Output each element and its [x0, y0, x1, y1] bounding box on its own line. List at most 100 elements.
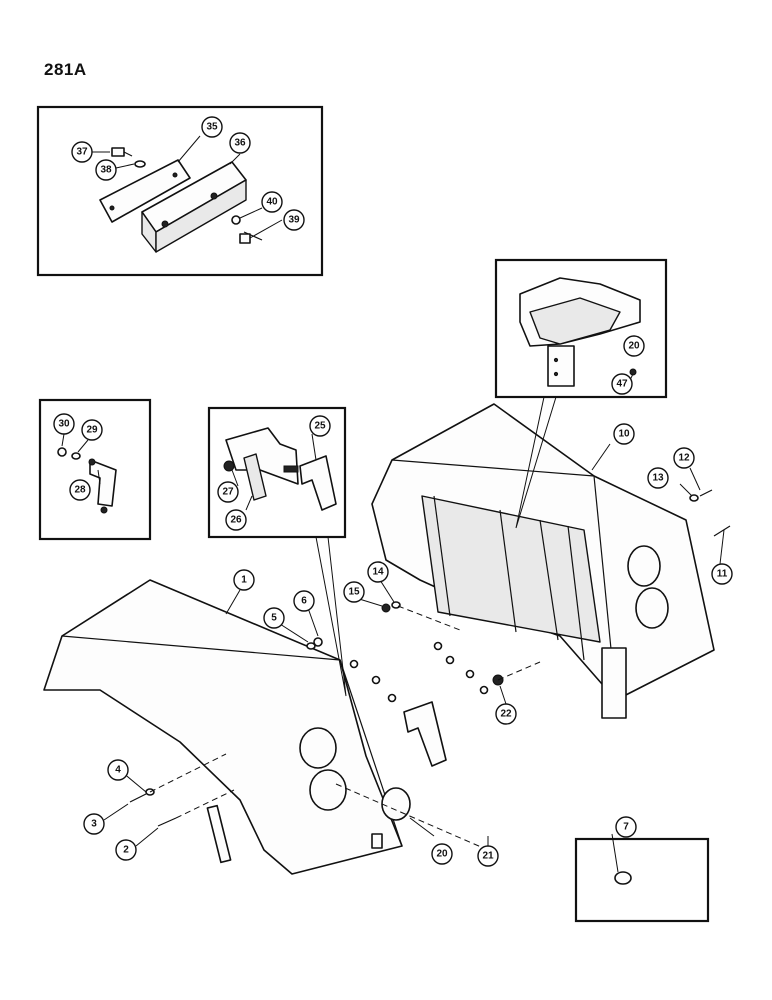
- callout-36-label: 36: [234, 138, 246, 149]
- callout-3: 3: [83, 813, 105, 835]
- callout-3-label: 3: [91, 819, 97, 830]
- inset-panel-plug: [574, 837, 710, 923]
- callout-29: 29: [81, 419, 103, 441]
- callout-20-inset: 20: [623, 335, 645, 357]
- callout-28: 28: [69, 479, 91, 501]
- reflector-housing: [141, 161, 247, 253]
- nut-30: [57, 447, 67, 457]
- bolt-12: [699, 489, 713, 497]
- callout-12-label: 12: [678, 453, 690, 464]
- handle-28: [88, 458, 117, 514]
- page-number: 281A: [44, 60, 87, 79]
- callout-14-label: 14: [372, 567, 384, 578]
- right-fender-lamp-openings: [627, 545, 669, 629]
- reflector-plate: [99, 159, 191, 223]
- bolt-3: [129, 793, 147, 803]
- alignment-line: [335, 783, 489, 851]
- handle-25: [283, 455, 337, 511]
- callout-4: 4: [107, 759, 129, 781]
- bracket-26: [243, 453, 267, 501]
- callout-26: 26: [225, 509, 247, 531]
- callout-35-label: 35: [206, 122, 218, 133]
- callout-2: 2: [115, 839, 137, 861]
- callout-20-label: 20: [436, 849, 448, 860]
- callout-39: 39: [283, 209, 305, 231]
- inset-pointer: [315, 536, 347, 697]
- callout-1: 1: [233, 569, 255, 591]
- alignment-line: [397, 605, 461, 631]
- callout-1-label: 1: [241, 575, 247, 586]
- callout-37: 37: [71, 141, 93, 163]
- plug-7: [614, 871, 632, 885]
- inset-panel-handle: [38, 398, 152, 541]
- alignment-line: [149, 753, 227, 793]
- callout-5-label: 5: [271, 613, 277, 624]
- callout-4-label: 4: [115, 765, 121, 776]
- callout-47: 47: [611, 373, 633, 395]
- inset-panel-handle-mount: [207, 406, 347, 539]
- callout-27: 27: [217, 481, 239, 503]
- washer-29: [71, 452, 81, 460]
- callout-20-inset-label: 20: [628, 341, 640, 352]
- inset-pointer: [515, 396, 557, 529]
- callout-12: 12: [673, 447, 695, 469]
- callout-40: 40: [261, 191, 283, 213]
- callout-11: 11: [711, 563, 733, 585]
- callout-7-label: 7: [623, 822, 629, 833]
- callout-30-label: 30: [58, 419, 70, 430]
- callout-10-label: 10: [618, 429, 630, 440]
- callout-20: 20: [431, 843, 453, 865]
- bracket-detail-cutaway: [519, 277, 641, 387]
- callout-39-label: 39: [288, 215, 300, 226]
- callout-25: 25: [309, 415, 331, 437]
- washer-5: [306, 642, 316, 650]
- callout-36: 36: [229, 132, 251, 154]
- callout-26-label: 26: [230, 515, 242, 526]
- bolt-2: [157, 817, 177, 827]
- callout-6: 6: [293, 590, 315, 612]
- inset-panel-bracket-detail: [494, 258, 668, 399]
- callout-40-label: 40: [266, 197, 278, 208]
- handle-assembled: [403, 701, 447, 767]
- callout-21: 21: [477, 845, 499, 867]
- callout-5: 5: [263, 607, 285, 629]
- callout-38: 38: [95, 159, 117, 181]
- callout-15: 15: [343, 581, 365, 603]
- nut-40: [231, 215, 241, 225]
- right-fender: [371, 403, 715, 719]
- callout-22: 22: [495, 703, 517, 725]
- washer-38: [134, 160, 146, 168]
- fender-edge-detail: [225, 427, 299, 485]
- callout-6-label: 6: [301, 596, 307, 607]
- callout-25-label: 25: [314, 421, 326, 432]
- callout-22-label: 22: [500, 709, 512, 720]
- callout-38-label: 38: [100, 165, 112, 176]
- left-fender-lamp-openings: [299, 727, 347, 811]
- nut-15: [381, 603, 391, 613]
- bolt-11: [713, 525, 731, 537]
- callout-29-label: 29: [86, 425, 98, 436]
- callout-14: 14: [367, 561, 389, 583]
- callout-21-label: 21: [482, 851, 494, 862]
- nut-27: [223, 460, 235, 472]
- inset-panel-reflector: [36, 105, 324, 277]
- callout-27-label: 27: [222, 487, 234, 498]
- callout-47-label: 47: [616, 379, 628, 390]
- alignment-line: [497, 661, 541, 681]
- callout-13-label: 13: [652, 473, 664, 484]
- callout-7: 7: [615, 816, 637, 838]
- callout-10: 10: [613, 423, 635, 445]
- callout-13: 13: [647, 467, 669, 489]
- alignment-line: [175, 789, 235, 819]
- callout-37-label: 37: [76, 147, 88, 158]
- washer-14: [391, 601, 401, 609]
- callout-30: 30: [53, 413, 75, 435]
- washer-13: [689, 494, 699, 502]
- callout-35: 35: [201, 116, 223, 138]
- lens-20: [381, 787, 411, 821]
- leader-lines: [61, 135, 725, 873]
- callout-15-label: 15: [348, 587, 360, 598]
- nuts-cluster: [349, 641, 489, 703]
- callout-2-label: 2: [123, 845, 129, 856]
